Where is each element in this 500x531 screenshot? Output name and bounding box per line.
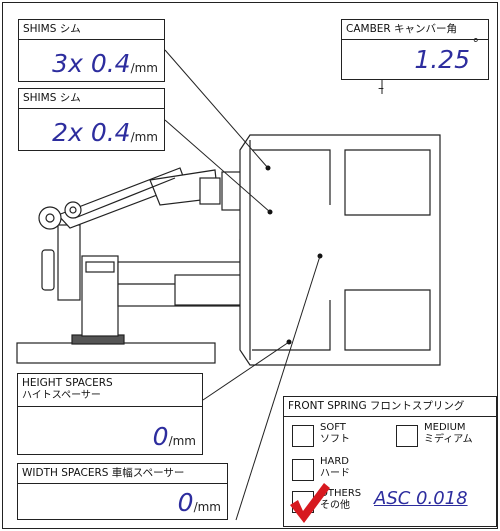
- wheel-spoke-top: [344, 149, 431, 216]
- height-spacers-label-en: HEIGHT SPACERS: [22, 377, 113, 389]
- option-medium-label: MEDIUM ミディアム: [424, 422, 473, 446]
- shims-top-unit: /mm: [130, 61, 158, 75]
- marker-dot-spring: [317, 253, 323, 259]
- option-medium-en: MEDIUM: [424, 422, 466, 433]
- checkbox-medium[interactable]: [396, 425, 418, 447]
- width-spacers-value-wrap: 0/mm: [178, 488, 221, 517]
- width-spacers-label: WIDTH SPACERS 車幅スペーサー: [18, 464, 227, 485]
- upper-link: [199, 177, 221, 205]
- height-spacers-value: 0: [152, 422, 169, 451]
- checkmark-icon: [290, 483, 330, 523]
- option-soft-en: SOFT: [320, 422, 346, 433]
- camber-unit: °: [472, 37, 480, 52]
- leader-shims-top: [164, 49, 269, 169]
- option-others-jp: その他: [320, 500, 350, 511]
- camber-value: 1.25: [414, 45, 470, 74]
- option-medium-jp: ミディアム: [424, 434, 473, 445]
- camber-marker: –: [378, 81, 384, 95]
- option-others-label: OTHERS その他: [320, 488, 361, 512]
- option-hard-jp: ハード: [320, 468, 350, 479]
- shims-top-box: SHIMS シム 3x 0.4/mm: [18, 19, 165, 82]
- shims-top-label: SHIMS シム: [19, 20, 164, 41]
- checkmark-shape: [290, 483, 330, 523]
- upper-arm-joint-inner: [45, 213, 55, 223]
- shims-bottom-value: 2x 0.4: [52, 118, 131, 147]
- width-spacers-value: 0: [177, 488, 194, 517]
- checkbox-soft[interactable]: [292, 425, 314, 447]
- option-hard-en: HARD: [320, 456, 350, 467]
- front-spring-box: FRONT SPRING フロントスプリング SOFT ソフト MEDIUM ミ…: [283, 396, 497, 527]
- post-bracket: [41, 249, 55, 291]
- post-upper: [57, 224, 81, 301]
- wheel-spoke-bottom: [344, 289, 431, 351]
- wheel-rim-top: [252, 149, 331, 205]
- upper-arm-line: [74, 177, 176, 219]
- leader-height: [202, 341, 290, 401]
- wheel: [239, 134, 441, 366]
- leader-shims-bottom: [164, 119, 271, 213]
- shims-bottom-box: SHIMS シム 2x 0.4/mm: [18, 88, 165, 151]
- front-spring-label: FRONT SPRING フロントスプリング: [284, 397, 496, 418]
- checkbox-hard[interactable]: [292, 459, 314, 481]
- option-others-en: OTHERS: [320, 488, 362, 499]
- leader-width: [235, 255, 321, 521]
- option-hard-label: HARD ハード: [320, 456, 350, 480]
- shims-bottom-value-wrap: 2x 0.4/mm: [52, 118, 158, 147]
- shims-bottom-unit: /mm: [130, 130, 158, 144]
- shims-top-value: 3x 0.4: [52, 49, 131, 78]
- base-plate: [16, 342, 216, 364]
- height-spacers-value-wrap: 0/mm: [153, 422, 196, 451]
- width-spacers-box: WIDTH SPACERS 車幅スペーサー 0/mm: [17, 463, 228, 520]
- height-spacers-box: HEIGHT SPACERS ハイトスペーサー 0/mm: [17, 373, 203, 455]
- others-value: ASC 0.018: [374, 488, 468, 509]
- option-soft-label: SOFT ソフト: [320, 422, 350, 446]
- width-spacers-unit: /mm: [193, 500, 221, 514]
- shims-top-value-wrap: 3x 0.4/mm: [52, 49, 158, 78]
- camber-box: CAMBER キャンバー角 1.25 °: [341, 19, 489, 80]
- height-spacers-label: HEIGHT SPACERS ハイトスペーサー: [18, 374, 202, 407]
- upper-arm-joint-2-inner: [69, 206, 77, 214]
- height-spacers-unit: /mm: [168, 434, 196, 448]
- post-collar: [85, 261, 115, 273]
- camber-label: CAMBER キャンバー角: [342, 20, 488, 41]
- option-soft-jp: ソフト: [320, 434, 350, 445]
- height-spacers-label-jp: ハイトスペーサー: [22, 390, 101, 402]
- shims-bottom-label: SHIMS シム: [19, 89, 164, 110]
